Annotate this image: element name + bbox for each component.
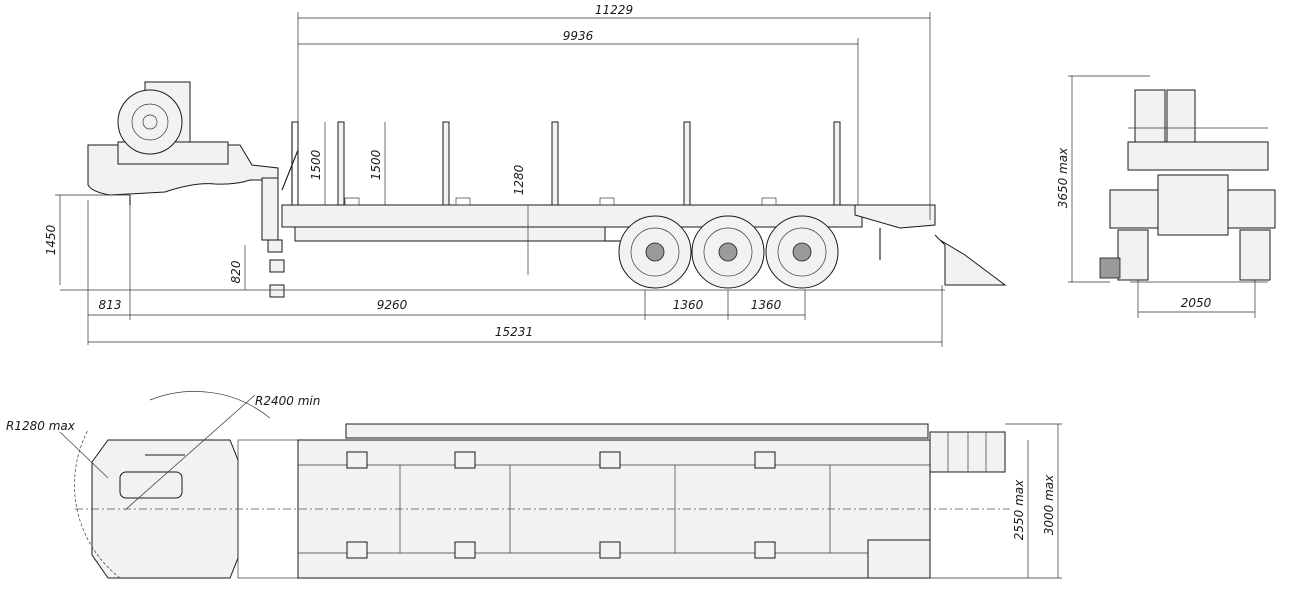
- dim-overall-length: 15231: [495, 325, 533, 339]
- main-deck: [281, 204, 863, 228]
- side-rail-top: [345, 423, 929, 439]
- rear-view: 3650 max 2050: [1056, 75, 1276, 318]
- rear-ramp-upper: [854, 204, 936, 229]
- dim-rear-total-height: 3650 max: [1056, 147, 1070, 208]
- spare-wheel-icon: [117, 89, 183, 155]
- dim-axle-spacing-1: 1360: [673, 298, 704, 312]
- turn-radius-outer: R2400 min: [255, 394, 320, 408]
- wheels: [618, 215, 839, 289]
- rear-ramp-lower: [934, 234, 1007, 286]
- dim-track-width: 2050: [1181, 296, 1212, 310]
- dim-total-width: 3000 max: [1042, 474, 1056, 535]
- dim-neck-height: 1450: [44, 224, 58, 255]
- dim-support-height: 820: [229, 260, 243, 283]
- dim-deck-length: 11229: [595, 3, 633, 17]
- dim-platform-length: 9936: [563, 29, 594, 43]
- dim-deck-height: 1280: [512, 164, 526, 195]
- dim-kingpin-offset: 813: [99, 298, 122, 312]
- turn-radius-inner: R1280 max: [6, 419, 76, 433]
- dim-platform-width: 2550 max: [1012, 479, 1026, 540]
- side-view: [60, 81, 1007, 298]
- dim-kingpin-to-axle: 9260: [377, 298, 408, 312]
- top-view: 2550 max 3000 max R1280 max R2400 min: [6, 391, 1062, 579]
- dim-stake-height-2: 1500: [369, 149, 383, 180]
- side-dimensions: 11229 9936 1500 1500 1280 1450 820 813 9…: [44, 3, 943, 347]
- stakes: [337, 121, 841, 206]
- dim-stake-height-1: 1500: [309, 149, 323, 180]
- rear-ramp-top: [929, 431, 1006, 473]
- dim-axle-spacing-2: 1360: [751, 298, 782, 312]
